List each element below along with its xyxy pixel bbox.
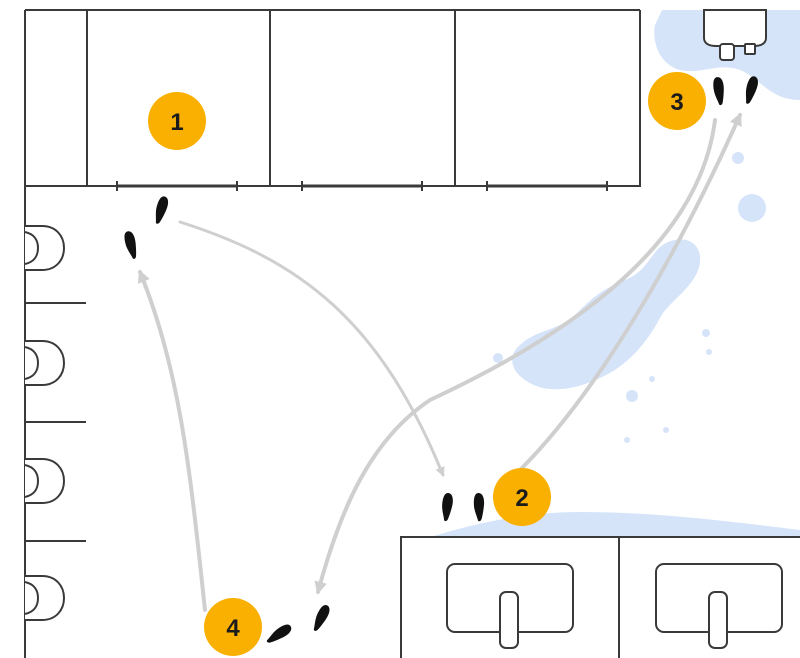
footprints-icon bbox=[712, 75, 760, 106]
step-badge-1: 1 bbox=[148, 92, 206, 150]
urinal-icon bbox=[24, 225, 66, 271]
path-arrow-2-to-3 bbox=[518, 112, 742, 472]
step-badge-4: 4 bbox=[204, 598, 262, 656]
path-arrow-4-to-1 bbox=[137, 269, 207, 612]
step-number-1: 1 bbox=[170, 109, 183, 136]
path-arrows bbox=[137, 112, 742, 612]
step-number-2: 2 bbox=[515, 485, 528, 512]
urinal-icon bbox=[24, 575, 66, 621]
footprints-icon bbox=[122, 195, 170, 261]
urinal-icon bbox=[24, 340, 66, 386]
stall-doors bbox=[116, 181, 608, 191]
toilet-icon bbox=[703, 9, 767, 61]
urinal-icon bbox=[24, 458, 66, 504]
footprints-icon bbox=[440, 492, 486, 522]
water-spill-middle bbox=[493, 239, 712, 443]
step-badge-3: 3 bbox=[648, 72, 706, 130]
stall-block bbox=[24, 9, 641, 187]
path-arrow-3-to-4 bbox=[314, 118, 717, 595]
water-spill-sink-edge bbox=[430, 512, 800, 537]
sink-counter bbox=[400, 536, 800, 658]
path-arrow-1-to-2 bbox=[178, 220, 445, 477]
sink-icon bbox=[446, 563, 574, 649]
step-number-4: 4 bbox=[226, 615, 240, 642]
step-badge-2: 2 bbox=[493, 468, 551, 526]
footprints-icon bbox=[264, 603, 332, 647]
step-number-3: 3 bbox=[670, 89, 683, 116]
sink-icon bbox=[655, 563, 783, 649]
